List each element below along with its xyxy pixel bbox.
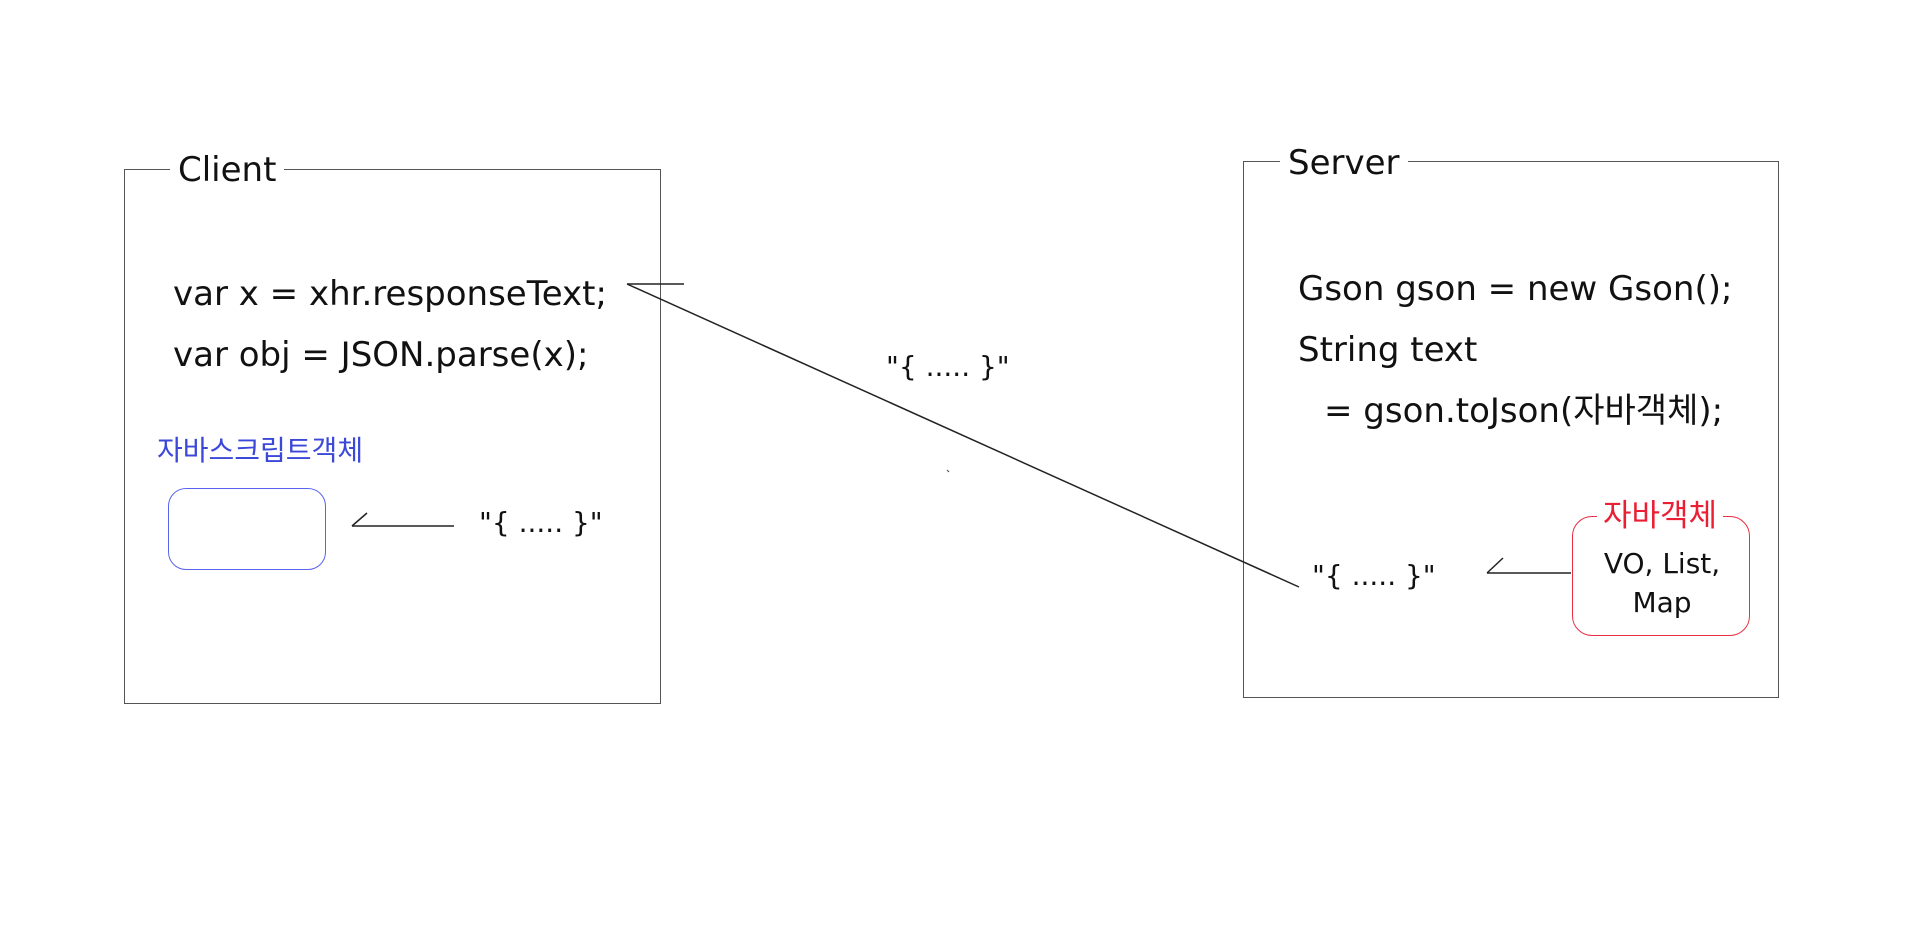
- java-object-title: 자바객체: [1597, 498, 1724, 534]
- java-object-line-1: VO, List,: [1603, 547, 1721, 580]
- server-panel: [1243, 161, 1779, 698]
- javascript-object-label: 자바스크립트객체: [157, 434, 364, 467]
- server-code-line-3: = gson.toJson(자바객체);: [1324, 391, 1724, 431]
- transfer-json-string: "{ ..... }": [886, 350, 1010, 383]
- client-code-line-2: var obj = JSON.parse(x);: [173, 335, 589, 375]
- json-to-object-arrow-head: [351, 512, 368, 527]
- java-to-json-arrow-head: [1486, 557, 1504, 574]
- client-panel: [124, 169, 661, 704]
- client-code-line-1: var x = xhr.responseText;: [173, 274, 607, 314]
- client-panel-title: Client: [170, 150, 285, 190]
- response-arrow-line: [626, 283, 1300, 588]
- client-json-string: "{ ..... }": [479, 506, 603, 539]
- javascript-object-box: [168, 488, 326, 570]
- java-object-line-2: Map: [1632, 586, 1692, 619]
- stray-mark: [946, 469, 950, 473]
- server-code-line-1: Gson gson = new Gson();: [1298, 269, 1733, 309]
- server-json-string: "{ ..... }": [1312, 559, 1436, 592]
- server-panel-title: Server: [1280, 143, 1408, 183]
- server-code-line-2: String text: [1298, 330, 1478, 370]
